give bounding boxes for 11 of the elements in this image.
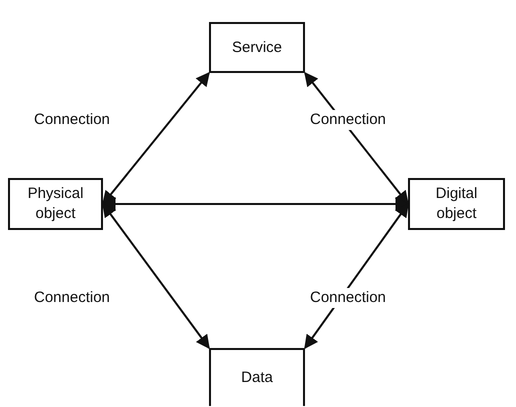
process-box [408,178,505,230]
double-arrow [102,202,210,350]
node-label: Digital object [434,184,478,224]
node-label: Data [240,368,274,388]
process-box [209,22,305,73]
double-arrow [102,197,410,211]
process-box [8,178,103,230]
node-label: Service [230,38,284,58]
process-box [209,348,305,406]
node-label: Physical object [26,184,84,224]
double-arrow [102,72,210,206]
